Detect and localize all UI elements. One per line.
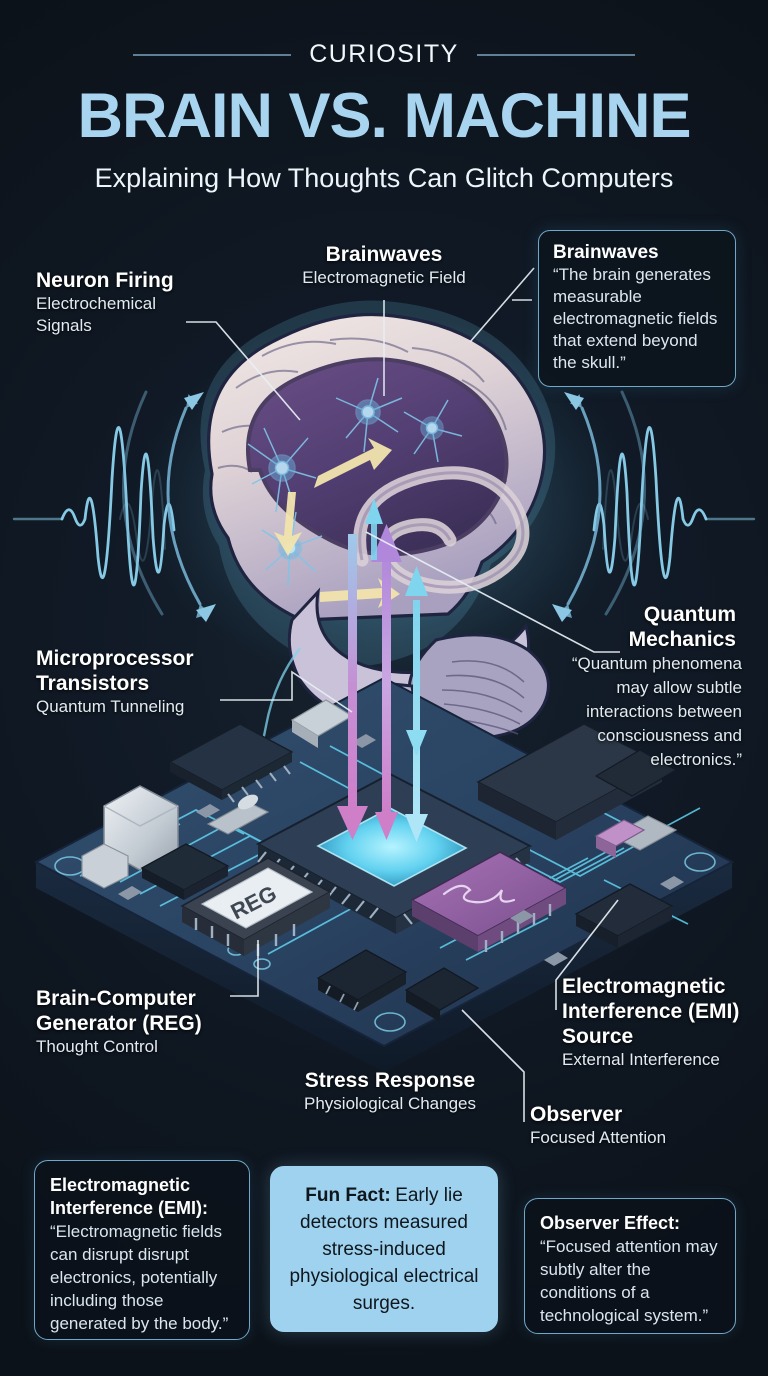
page-subtitle: Explaining How Thoughts Can Glitch Compu… [94, 163, 674, 193]
label-emi-title-2: Interference (EMI) [562, 1000, 740, 1023]
dip-chip-pins [227, 765, 291, 803]
leader-microprocessor [220, 670, 353, 713]
reg-chip: REG [180, 857, 332, 956]
leader-reg [230, 940, 259, 997]
small-metal-component [81, 843, 129, 889]
arrow-down-cyan [405, 566, 428, 842]
ic-chip-bottom-center [316, 949, 408, 1012]
circuit-board: REG [33, 676, 735, 1072]
label-microprocessor: Microprocessor Transistors Quantum Tunne… [36, 646, 266, 718]
label-neuron-firing: Neuron Firing Electrochemical Signals [36, 268, 246, 337]
neuron [247, 427, 317, 513]
label-emi-source: Electromagnetic Interference (EMI) Sourc… [562, 974, 762, 1071]
bottom-box-emi-body: “Electromagnetic fields can disrupt disr… [50, 1222, 229, 1333]
kicker-text: CURIOSITY [309, 40, 459, 68]
leader-brainwaves-callout2 [469, 267, 535, 343]
bottom-box-fun-fact: Fun Fact: Early lie detectors measured s… [270, 1166, 498, 1332]
brainwave-waveform-right [592, 426, 756, 587]
field-arrow-head-right [552, 392, 584, 622]
cylindrical-capacitor [206, 794, 270, 835]
label-stress-response: Stress Response Physiological Changes [290, 1068, 490, 1115]
label-microprocessor-title-2: Transistors [36, 672, 150, 695]
leader-lines [186, 267, 620, 1122]
label-observer: Observer Focused Attention [530, 1102, 760, 1149]
label-neuron-firing-sub-1: Electrochemical [36, 294, 156, 313]
chip-upper-right [594, 749, 678, 797]
page-title: BRAIN VS. MACHINE [77, 81, 691, 151]
label-quantum-title-2: Mechanics [628, 628, 736, 651]
callout-brainwaves-body: “The brain generates measurable electrom… [553, 265, 718, 372]
neuron [335, 377, 403, 453]
ic-chip-left [140, 843, 230, 900]
smd-chip-right [610, 815, 678, 851]
label-emi-title-1: Electromagnetic [562, 975, 726, 998]
label-stress-title: Stress Response [304, 1069, 476, 1092]
label-brainwaves: Brainwaves Electromagnetic Field [264, 242, 504, 289]
label-reg-sub: Thought Control [36, 1037, 158, 1056]
header-kicker-row: CURIOSITY [0, 40, 768, 69]
reg-chip-face [200, 867, 314, 929]
bottom-box-observer-title: Observer Effect: [540, 1213, 681, 1233]
bottom-box-observer-body: “Focused attention may subtly alter the … [540, 1237, 718, 1325]
label-emi-sub: External Interference [562, 1050, 720, 1069]
bottom-box-fun-fact-title: Fun Fact: [305, 1184, 391, 1206]
kicker-rule-left [133, 53, 292, 56]
label-stress-sub: Physiological Changes [304, 1094, 476, 1113]
brainwave-waveform-left [12, 426, 176, 587]
ic-chip-bottom-right [404, 967, 480, 1022]
emi-source-connector [594, 819, 646, 858]
neuron [403, 399, 463, 463]
callout-quantum-body-wrap: “Quantum phenomena may allow subtle inte… [546, 652, 742, 772]
bottom-box-observer-effect: Observer Effect: “Focused attention may … [524, 1198, 736, 1334]
bottom-box-emi: Electromagnetic Interference (EMI): “Ele… [34, 1160, 250, 1340]
field-arrow-head-left [184, 392, 216, 622]
leader-neuron-firing [186, 321, 301, 421]
neuron-cluster [247, 377, 463, 587]
label-quantum-mechanics: Quantum Mechanics [556, 602, 736, 652]
label-reg-title-2: Generator (REG) [36, 1012, 202, 1035]
passive-components [118, 734, 684, 966]
leader-observer [461, 1009, 525, 1122]
label-emi-title-3: Source [562, 1025, 634, 1048]
label-brainwaves-title: Brainwaves [325, 243, 443, 266]
arrow-down-magenta [337, 534, 368, 840]
label-neuron-firing-title: Neuron Firing [36, 269, 174, 292]
callout-brainwaves-title: Brainwaves [553, 242, 659, 263]
leader-emi-source [555, 899, 619, 1010]
neuron-signal-arrows [274, 438, 400, 608]
leader-quantum [365, 531, 620, 653]
bottom-box-emi-title: Electromagnetic Interference (EMI): [50, 1175, 209, 1218]
emi-chip-pins [484, 904, 552, 952]
callout-brainwaves: Brainwaves “The brain generates measurab… [538, 230, 736, 387]
label-microprocessor-sub: Quantum Tunneling [36, 697, 185, 716]
bottom-box-fun-fact-content: Fun Fact: Early lie detectors measured s… [286, 1182, 482, 1317]
label-reg: Brain-Computer Generator (REG) Thought C… [36, 986, 276, 1058]
bottom-box-fun-fact-body: Early lie detectors measured stress-indu… [289, 1184, 479, 1314]
arrow-up-cyan [365, 498, 383, 560]
label-reg-title-1: Brain-Computer [36, 987, 196, 1010]
dip-chip-top-left [168, 723, 294, 803]
kicker-rule-right [476, 53, 635, 56]
label-observer-title: Observer [530, 1103, 623, 1126]
lightning-bolt-icon [442, 884, 516, 904]
callout-quantum-body: “Quantum phenomena may allow subtle inte… [571, 654, 742, 769]
label-microprocessor-title-1: Microprocessor [36, 647, 194, 670]
label-neuron-firing-sub-2: Signals [36, 316, 92, 335]
label-brainwaves-sub: Electromagnetic Field [302, 268, 466, 287]
label-quantum-title-1: Quantum [643, 603, 736, 626]
label-observer-sub: Focused Attention [530, 1128, 667, 1147]
